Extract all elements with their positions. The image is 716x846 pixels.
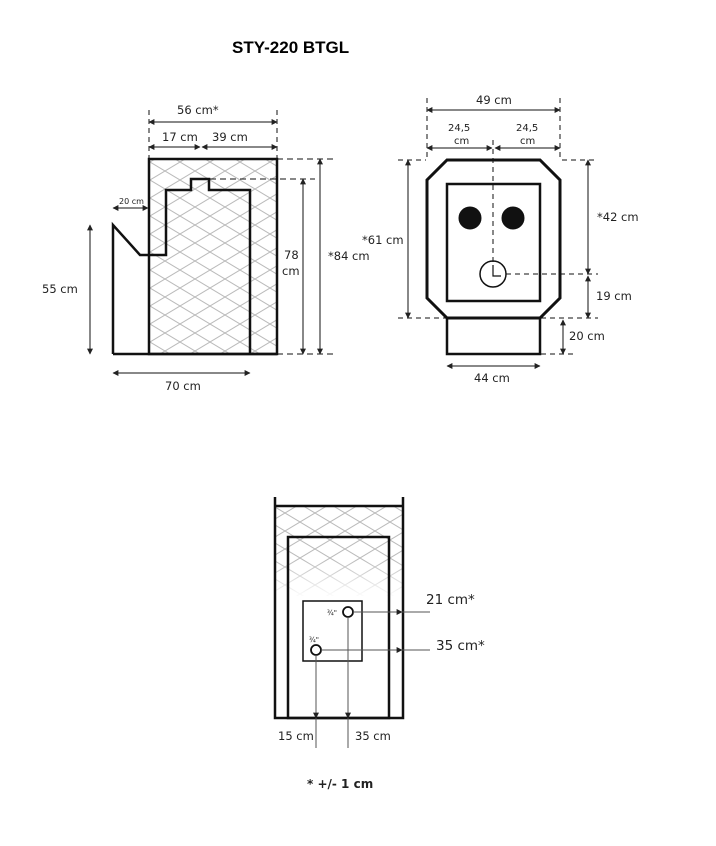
side-width-right: 39 cm	[212, 130, 248, 144]
front-width-total: 49 cm	[476, 93, 512, 107]
front-base	[445, 316, 542, 356]
front-door	[445, 182, 542, 303]
side-height-total: *84 cm	[328, 249, 370, 263]
front-height-upper: *42 cm	[597, 210, 639, 224]
front-base-width: 44 cm	[474, 371, 510, 385]
front-half-left-num: 24,5	[448, 123, 470, 134]
tolerance-footnote: * +/- 1 cm	[307, 777, 373, 791]
front-height-base: 20 cm	[569, 329, 605, 343]
side-tank-outline	[111, 177, 277, 356]
side-height-front: 55 cm	[42, 282, 78, 296]
page-title: STY-220 BTGL	[232, 38, 349, 57]
pipe-bottom-height: 35 cm*	[436, 638, 485, 654]
pipe-top-height: 21 cm*	[426, 592, 475, 608]
pipe-connection-top	[342, 606, 354, 618]
rear-panel	[286, 535, 391, 720]
side-view	[87, 110, 333, 376]
control-knob-left	[458, 206, 482, 230]
pipe-connection-bottom	[310, 644, 322, 656]
front-height-lower: 19 cm	[596, 289, 632, 303]
front-height-body: *61 cm	[362, 233, 404, 247]
rear-view	[273, 497, 430, 748]
pipe-left-offset: 15 cm	[278, 729, 314, 743]
side-hatch	[149, 159, 277, 354]
pipe-right-offset: 35 cm	[355, 729, 391, 743]
pipe-top-size: ¾"	[327, 609, 337, 617]
side-step: 20 cm	[119, 197, 144, 206]
front-view	[398, 98, 598, 369]
side-width-total: 56 cm*	[177, 103, 219, 117]
front-half-left-unit: cm	[454, 136, 469, 147]
side-depth: 70 cm	[165, 379, 201, 393]
control-knob-right	[501, 206, 525, 230]
side-height-tank-num: 78	[284, 248, 299, 262]
clock-hands	[492, 265, 501, 277]
pipe-bottom-size: ¾"	[309, 636, 319, 644]
side-width-left: 17 cm	[162, 130, 198, 144]
side-height-tank-unit: cm	[282, 264, 300, 278]
front-half-right-num: 24,5	[516, 123, 538, 134]
front-half-right-unit: cm	[520, 136, 535, 147]
